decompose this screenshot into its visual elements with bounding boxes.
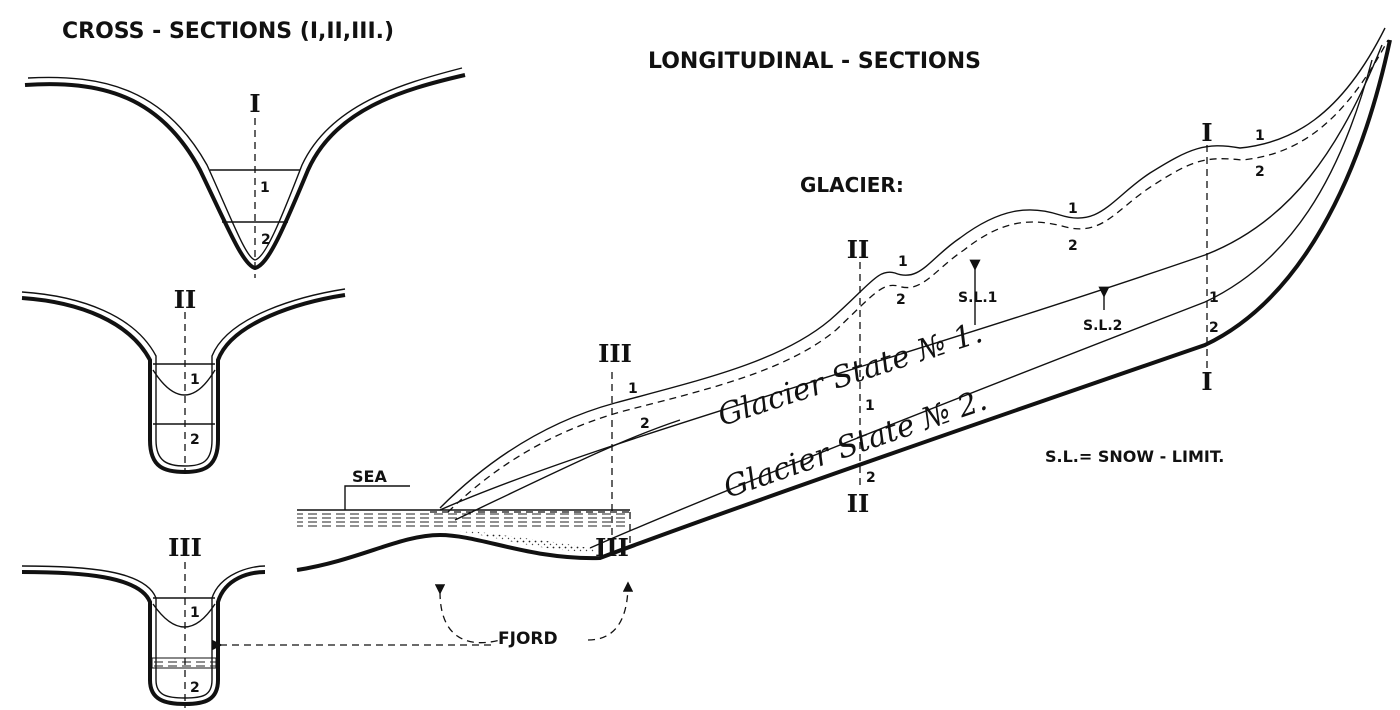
mark-1: 1 [1068, 201, 1078, 217]
zone-2-label: 2 [190, 680, 200, 696]
bedrock-line [296, 39, 1392, 572]
cross-section-2: II 1 2 [21, 285, 346, 475]
mark-1: 1 [1255, 128, 1265, 144]
section-label-1: I [249, 89, 260, 118]
mark-1: 1 [628, 381, 638, 397]
section-mark-2-bottom: II [847, 489, 869, 518]
section-mark-3-bottom: III [595, 533, 629, 562]
mark-2: 2 [1209, 320, 1219, 336]
longitudinal-sections-title: LONGITUDINAL - SECTIONS [648, 49, 981, 74]
sea-label: SEA [352, 467, 387, 486]
mark-2: 2 [1068, 238, 1078, 254]
mark-2: 2 [866, 470, 876, 486]
state-1-surface [439, 44, 1383, 511]
state-2-surface [589, 59, 1373, 549]
fjord-label: FJORD [498, 629, 558, 649]
section-label-2: II [174, 285, 196, 314]
zone-1-label: 1 [190, 605, 200, 621]
mark-1: 1 [1209, 290, 1219, 306]
mark-2: 2 [1255, 164, 1265, 180]
mark-1: 1 [865, 398, 875, 414]
snow-limit-legend: S.L.= SNOW - LIMIT. [1045, 447, 1224, 466]
cross-sections-title: CROSS - SECTIONS (I,II,III.) [62, 19, 394, 44]
cross-section-3: III 1 2 [21, 533, 266, 708]
mark-2: 2 [896, 292, 906, 308]
glacier-outline-1 [439, 27, 1386, 509]
cross-section-1: I 1 2 [24, 67, 466, 278]
zone-2-label: 2 [261, 232, 271, 248]
glacier-outline-2 [447, 39, 1389, 513]
sediment-fill [440, 530, 600, 552]
snow-limit-2-label: S.L.2 [1083, 318, 1122, 334]
sea-pointer [344, 485, 410, 510]
sea-water [297, 510, 630, 528]
longitudinal-section: SEA III III II II I I 1 2 1 2 1 2 1 2 1 … [212, 27, 1392, 651]
zone-1-label: 1 [190, 372, 200, 388]
zone-1-label: 1 [260, 180, 270, 196]
snow-limit-1-label: S.L.1 [958, 290, 997, 306]
zone-2-label: 2 [190, 432, 200, 448]
section-mark-1-bottom: I [1201, 367, 1212, 396]
section-label-3: III [168, 533, 202, 562]
glacier-heading: GLACIER: [800, 173, 904, 197]
mark-1: 1 [898, 254, 908, 270]
section-mark-3-top: III [598, 339, 632, 368]
section-mark-2-top: II [847, 235, 869, 264]
section-mark-1-top: I [1201, 118, 1212, 147]
mark-2: 2 [640, 416, 650, 432]
